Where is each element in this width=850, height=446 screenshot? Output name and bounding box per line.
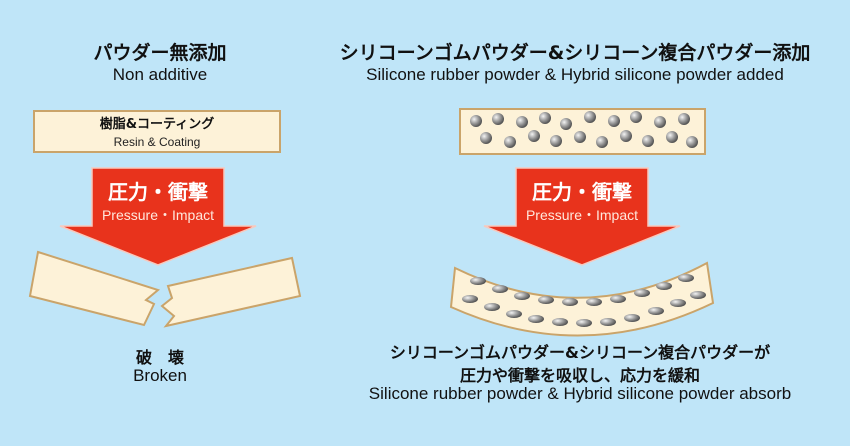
- particle: [620, 130, 632, 142]
- particle: [492, 285, 508, 293]
- particle: [480, 132, 492, 144]
- particle: [484, 303, 500, 311]
- left-result-jp: 破 壊: [100, 344, 220, 368]
- particle: [686, 136, 698, 148]
- particle: [678, 113, 690, 125]
- particle: [574, 131, 586, 143]
- right-pressure-arrow: 圧力・衝撃 Pressure・Impact: [484, 168, 680, 265]
- broken-piece-left: [30, 252, 158, 325]
- left-arrow-label-jp: 圧力・衝撃: [108, 180, 208, 204]
- particle: [634, 289, 650, 297]
- particle: [504, 136, 516, 148]
- right-caption-jp-2: 圧力や衝撃を吸収し、応力を緩和: [320, 362, 840, 386]
- particle: [470, 115, 482, 127]
- particle: [678, 274, 694, 282]
- particle: [586, 298, 602, 306]
- right-arrow-label-jp: 圧力・衝撃: [532, 180, 632, 204]
- left-result-en: Broken: [100, 366, 220, 386]
- particle: [666, 131, 678, 143]
- particle: [462, 295, 478, 303]
- particle: [670, 299, 686, 307]
- particle: [690, 291, 706, 299]
- particle: [656, 282, 672, 290]
- particle: [560, 118, 572, 130]
- coating-label-en: Resin & Coating: [114, 135, 201, 149]
- broken-pieces: [30, 252, 300, 326]
- right-caption-en: Silicone rubber powder & Hybrid silicone…: [320, 384, 840, 404]
- particle: [539, 112, 551, 124]
- particle: [528, 130, 540, 142]
- particle: [600, 318, 616, 326]
- particle: [608, 115, 620, 127]
- particle: [552, 318, 568, 326]
- left-arrow-label-en: Pressure・Impact: [102, 207, 214, 223]
- coating-label-jp: 樹脂&コーティング: [100, 116, 215, 132]
- particle: [610, 295, 626, 303]
- right-arrow-label-en: Pressure・Impact: [526, 207, 638, 223]
- particle: [516, 116, 528, 128]
- bent-sheet: [451, 263, 713, 336]
- particle: [624, 314, 640, 322]
- particle: [514, 292, 530, 300]
- particle: [528, 315, 544, 323]
- broken-piece-right: [162, 258, 300, 326]
- particle: [648, 307, 664, 315]
- particle: [492, 113, 504, 125]
- left-coating-box: 樹脂&コーティング Resin & Coating: [34, 111, 280, 152]
- particle: [562, 298, 578, 306]
- particle: [654, 116, 666, 128]
- left-pressure-arrow: 圧力・衝撃 Pressure・Impact: [60, 168, 256, 265]
- right-caption-jp-1: シリコーンゴムパウダー&シリコーン複合パウダーが: [320, 339, 840, 363]
- right-particle-box: [460, 109, 705, 154]
- particle: [584, 111, 596, 123]
- particle: [470, 277, 486, 285]
- particle: [506, 310, 522, 318]
- particle: [550, 135, 562, 147]
- particle: [538, 296, 554, 304]
- particle: [576, 319, 592, 327]
- particle: [596, 136, 608, 148]
- particle: [642, 135, 654, 147]
- particle: [630, 111, 642, 123]
